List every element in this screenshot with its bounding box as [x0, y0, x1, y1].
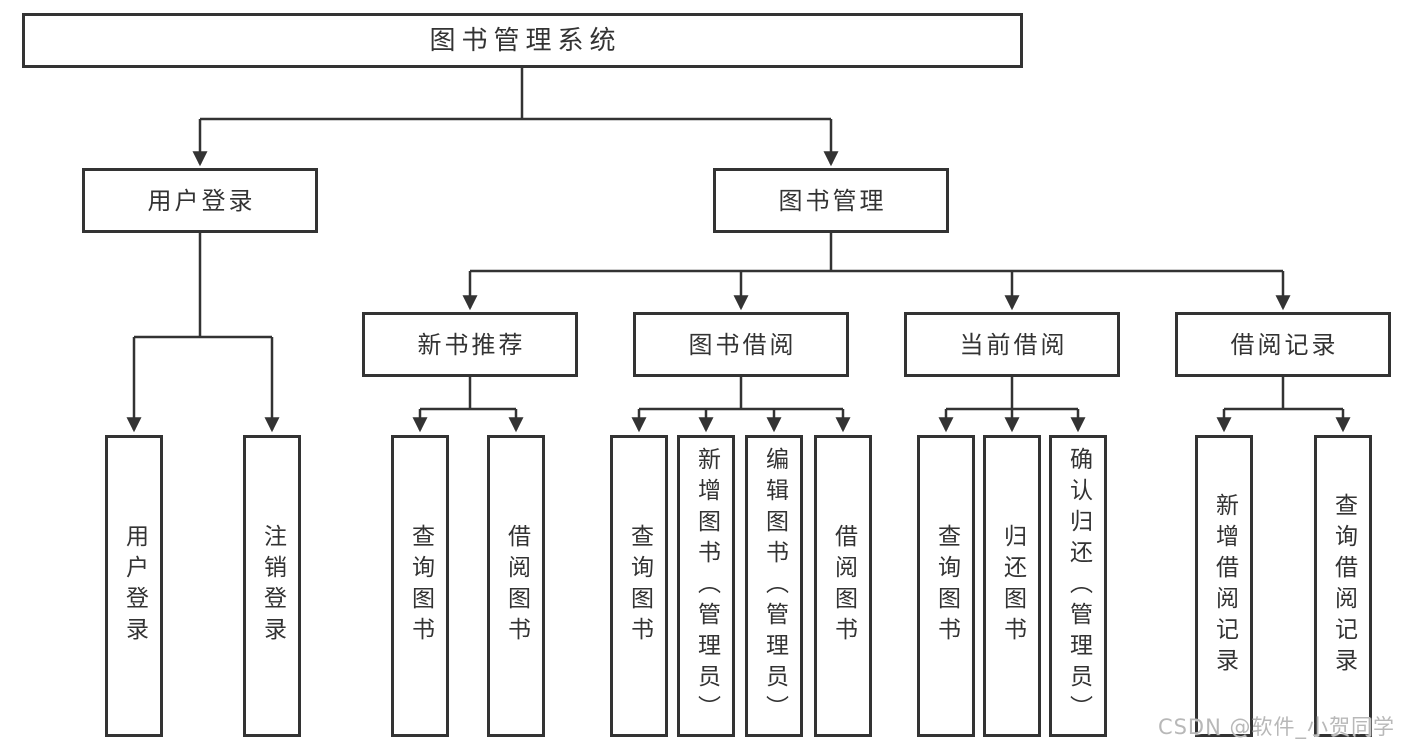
node-label: 图书管理 — [778, 186, 887, 215]
node-label: 用户登录 — [147, 186, 256, 215]
leaf-edit-books-admin: 编辑图书（管理员） — [745, 435, 803, 737]
node-label: 归还图书 — [999, 524, 1026, 648]
node-label: 借阅记录 — [1230, 330, 1339, 359]
leaf-query-books-1: 查询图书 — [391, 435, 449, 737]
node-book-borrowing: 图书借阅 — [633, 312, 849, 377]
leaf-query-books-2: 查询图书 — [610, 435, 668, 737]
node-label: 查询图书 — [626, 524, 653, 648]
leaf-borrow-books-1: 借阅图书 — [487, 435, 545, 737]
node-label: 新增借阅记录 — [1211, 493, 1238, 679]
node-label: 确认归还（管理员） — [1065, 446, 1092, 726]
leaf-confirm-return-admin: 确认归还（管理员） — [1049, 435, 1107, 737]
node-borrowing-records: 借阅记录 — [1175, 312, 1391, 377]
node-current-borrowing: 当前借阅 — [904, 312, 1120, 377]
node-label: 当前借阅 — [959, 330, 1068, 359]
node-book-management: 图书管理 — [713, 168, 949, 233]
wires-root-to-level2 — [192, 68, 839, 167]
leaf-borrow-books-2: 借阅图书 — [814, 435, 872, 737]
node-label: 查询图书 — [933, 524, 960, 648]
node-label: 查询图书 — [407, 524, 434, 648]
leaf-return-books: 归还图书 — [983, 435, 1041, 737]
node-label: 借阅图书 — [503, 524, 530, 648]
node-label: 借阅图书 — [830, 524, 857, 648]
leaf-query-books-3: 查询图书 — [917, 435, 975, 737]
node-label: 查询借阅记录 — [1330, 493, 1357, 679]
node-label: 编辑图书（管理员） — [761, 446, 788, 726]
watermark: CSDN @软件_小贺同学 — [1157, 715, 1395, 739]
wires-borrowing-records-children — [1216, 377, 1351, 433]
leaf-query-borrow-record: 查询借阅记录 — [1314, 435, 1372, 737]
node-user-login: 用户登录 — [82, 168, 318, 233]
node-label: 图书管理系统 — [429, 25, 622, 56]
wires-book-management-children — [462, 233, 1291, 311]
node-label: 新书推荐 — [417, 330, 526, 359]
node-label: 新增图书（管理员） — [693, 446, 720, 726]
leaf-add-borrow-record: 新增借阅记录 — [1195, 435, 1253, 737]
leaf-add-books-admin: 新增图书（管理员） — [677, 435, 735, 737]
wires-book-borrowing-children — [631, 377, 851, 433]
node-label: 用户登录 — [121, 524, 148, 648]
wires-current-borrowing-children — [938, 377, 1086, 433]
wires-new-book-recommendation-children — [412, 377, 524, 433]
leaf-user-login: 用户登录 — [105, 435, 163, 737]
leaf-logout: 注销登录 — [243, 435, 301, 737]
node-library-management-system: 图书管理系统 — [22, 13, 1023, 68]
node-label: 图书借阅 — [688, 330, 797, 359]
node-label: 注销登录 — [259, 524, 286, 648]
node-new-book-recommendation: 新书推荐 — [362, 312, 578, 377]
wires-user-login-children — [126, 233, 280, 433]
